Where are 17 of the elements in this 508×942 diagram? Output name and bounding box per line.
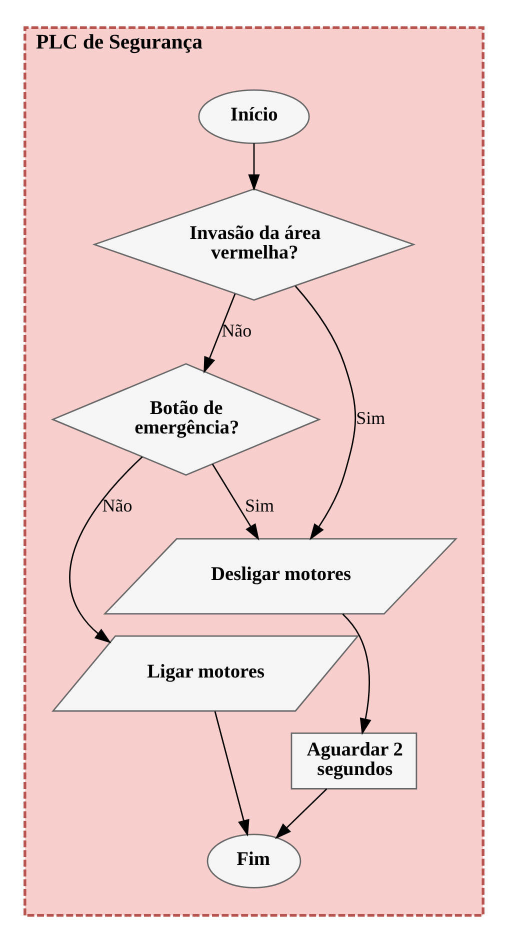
arrow: [204, 293, 236, 373]
arrow: [69, 456, 143, 643]
arrow: [342, 612, 372, 734]
arrow: [248, 142, 260, 191]
arrow: [214, 710, 250, 836]
edge-label: Não: [102, 495, 132, 516]
arrow: [212, 463, 260, 540]
node-box: Aguardar 2 segundos: [290, 732, 418, 789]
arrow: [275, 788, 328, 839]
edge-label: Não: [222, 320, 252, 340]
node-ellipse: Fim: [206, 833, 302, 888]
edge-label: Sim: [356, 408, 386, 428]
arrow: [294, 285, 356, 540]
node-diamond: Botão de emergência?: [50, 362, 322, 476]
node-diamond: Invasão da área vermelha?: [92, 188, 416, 300]
node-ellipse: Início: [198, 88, 310, 144]
edge-label: Sim: [245, 495, 274, 516]
